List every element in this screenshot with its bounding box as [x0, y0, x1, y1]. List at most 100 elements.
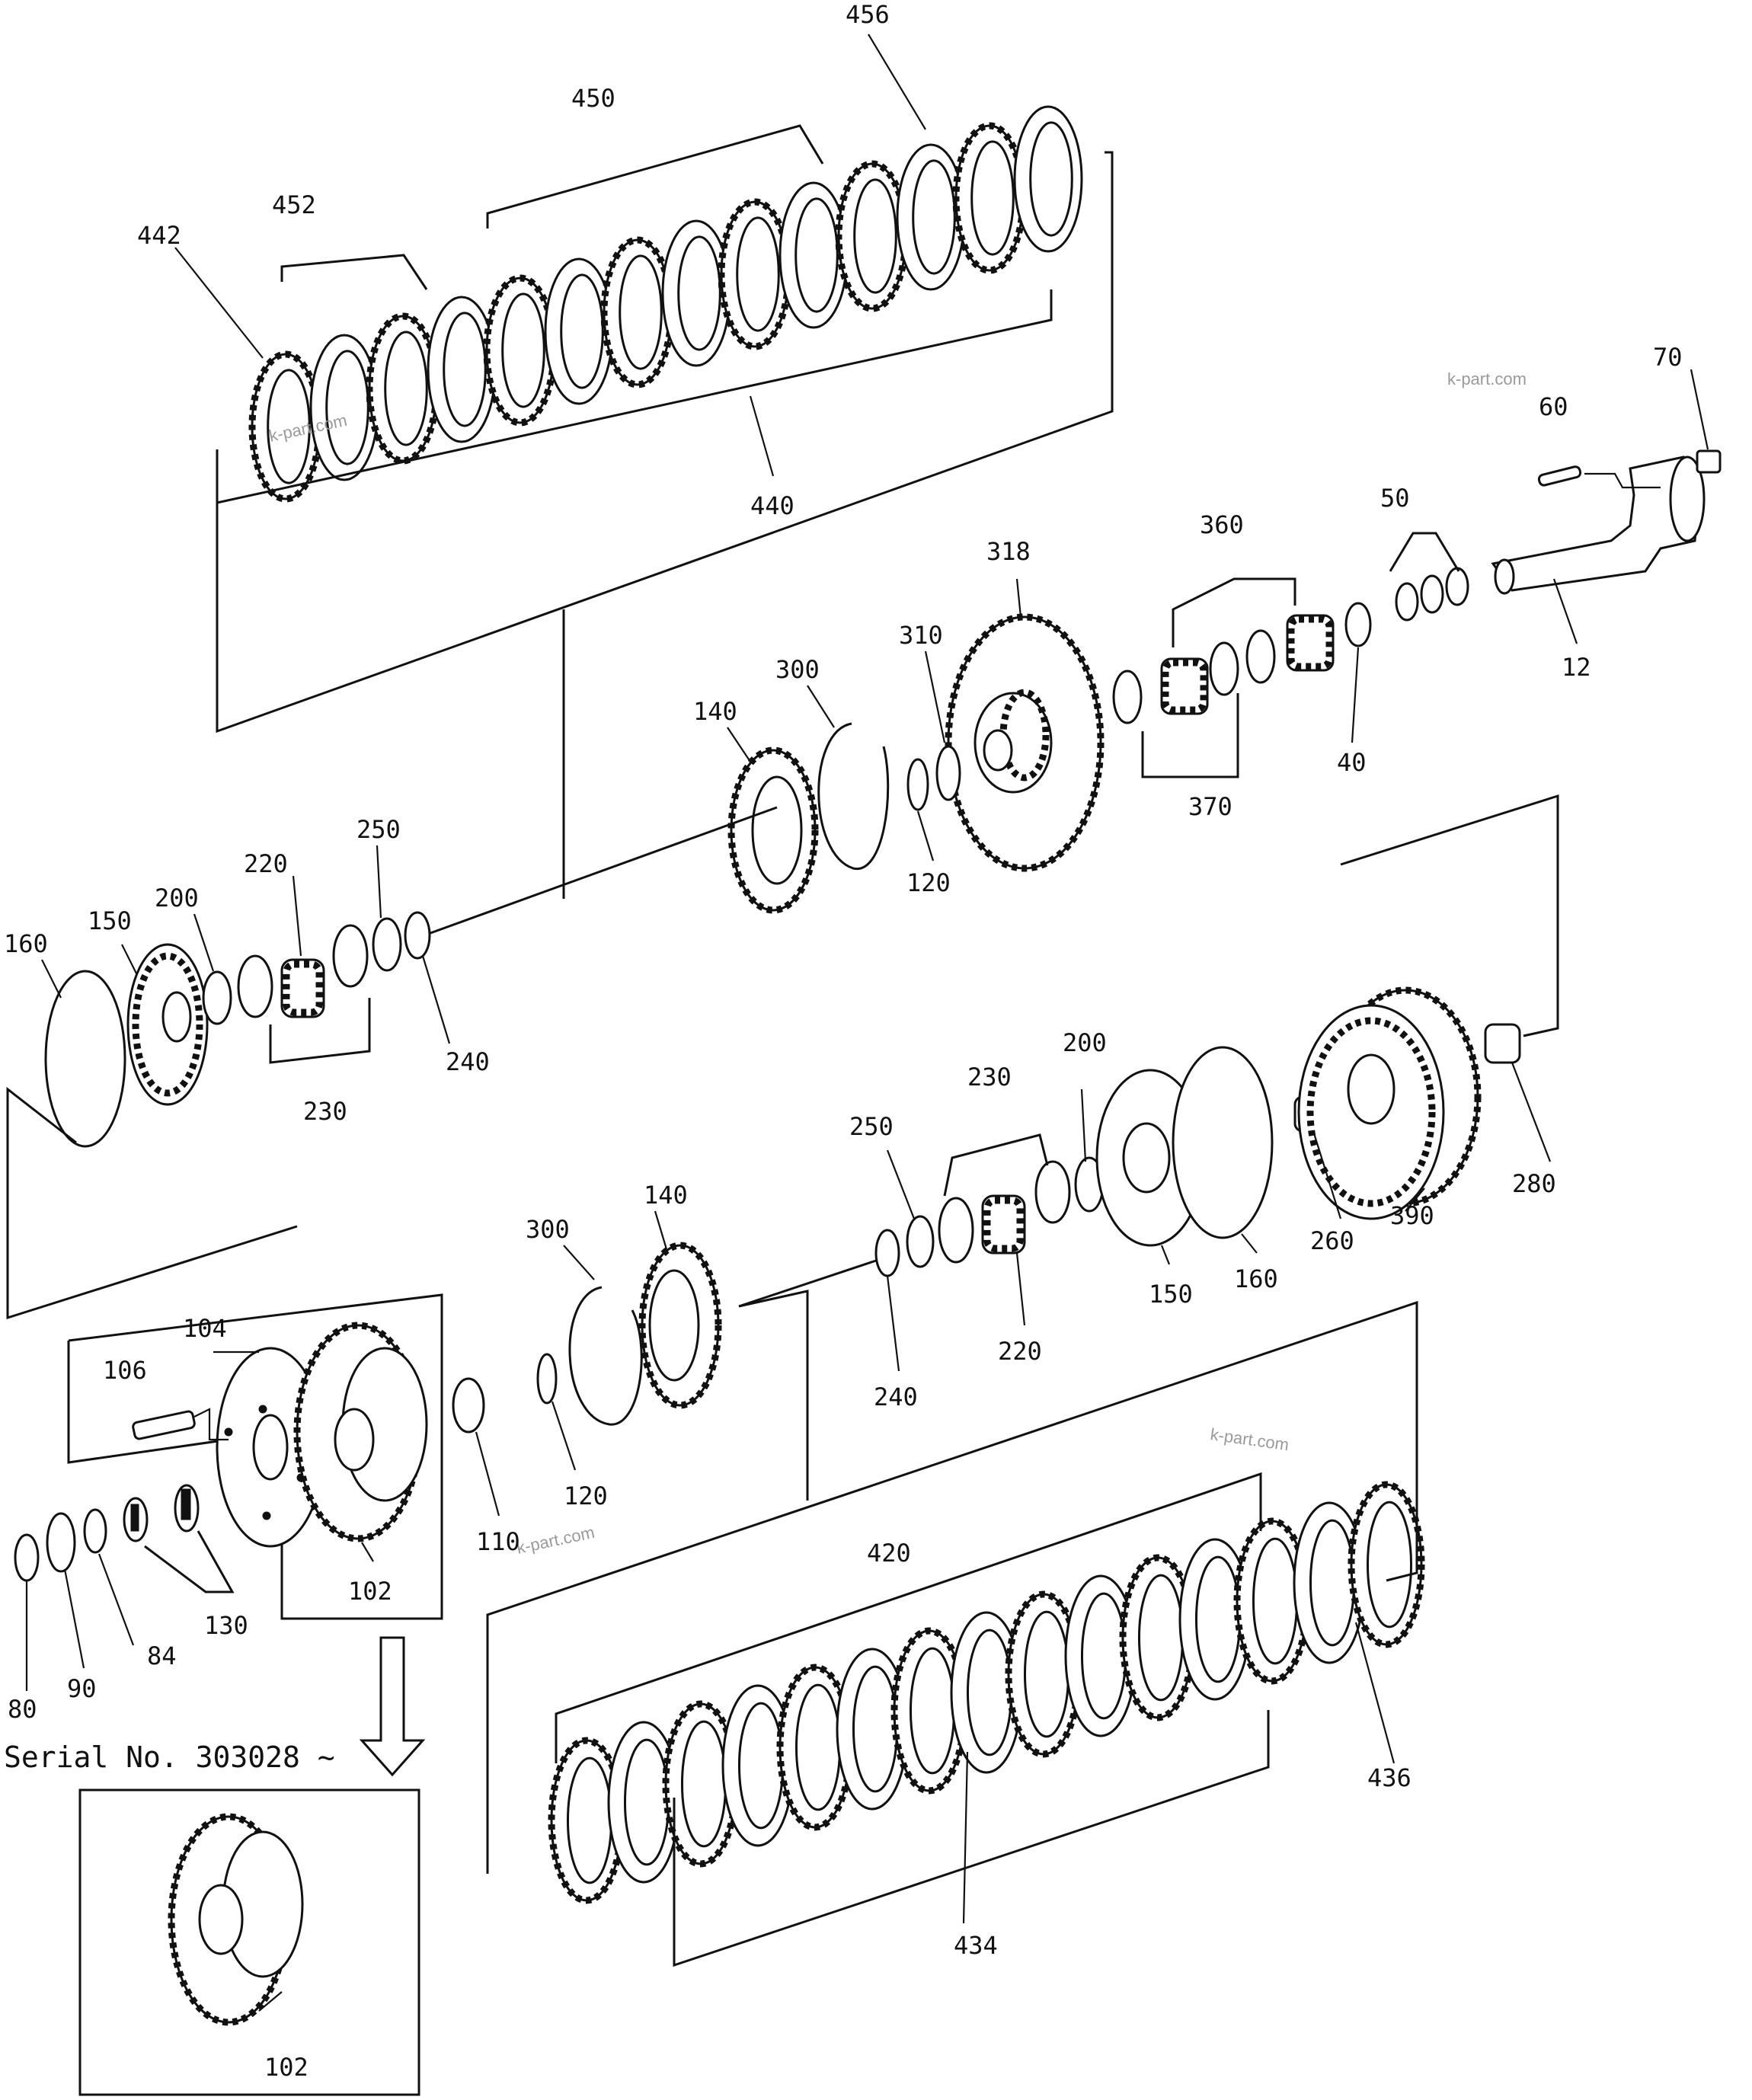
drum-390-spline [1306, 1017, 1436, 1207]
leader-442 [174, 247, 264, 359]
upper-disc-bore-7 [619, 254, 663, 370]
leader-440 [749, 395, 775, 477]
down-arrow-icon [359, 1636, 426, 1777]
gear-318 [945, 613, 1105, 872]
plate-140b-inner [648, 1269, 700, 1382]
label-436: 436 [1367, 1763, 1412, 1792]
label-300a: 300 [775, 655, 820, 684]
lower-disc-bore-10 [1080, 1592, 1127, 1720]
label-110: 110 [476, 1527, 520, 1556]
ring-250a [372, 917, 402, 972]
leader-102b [258, 1991, 283, 2012]
plate-160a [44, 970, 126, 1148]
label-120a: 120 [906, 868, 951, 897]
leader-240a [421, 955, 451, 1044]
leader-120b [551, 1401, 577, 1471]
label-310: 310 [899, 621, 943, 650]
bracket-230a [269, 998, 371, 1064]
ring-80 [14, 1533, 40, 1582]
leader-102a [361, 1542, 374, 1562]
leader-240b [886, 1275, 900, 1372]
lower-clutch-pack [486, 1300, 1425, 1967]
lower-disc-bore-3 [680, 1720, 727, 1848]
label-240b: 240 [874, 1382, 918, 1411]
ring-370b [1209, 641, 1239, 696]
lower-disc-bore-15 [1366, 1501, 1413, 1629]
hub-150a-teeth [132, 952, 203, 1097]
bracket-434 [673, 1710, 1270, 1967]
upper-disc-bore-9 [736, 216, 780, 332]
label-140b: 140 [644, 1181, 688, 1210]
leader-300a [807, 685, 835, 728]
plate-140b-teeth [638, 1242, 722, 1409]
label-220b: 220 [998, 1337, 1042, 1366]
leader-lower-mid [738, 1290, 809, 1501]
plate-104-hole-c [262, 1511, 271, 1520]
nut-70 [1696, 449, 1722, 474]
upper-disc-bore-6 [560, 273, 604, 389]
plate-104-hole-a [224, 1427, 233, 1437]
washer-120a [906, 758, 929, 811]
leader-140b [654, 1210, 668, 1250]
bracket-50 [1389, 532, 1460, 572]
leader-140a [727, 727, 751, 762]
bearing-280 [1484, 1023, 1521, 1064]
leader-260 [1312, 1133, 1342, 1219]
lower-clutch-discs [548, 1481, 1425, 1904]
hub-150a-bore [161, 991, 192, 1043]
upper-clutch-pack [216, 105, 1114, 899]
race-230b [332, 924, 369, 988]
upper-disc-bore-2 [325, 350, 369, 465]
upper-disc-bore-5 [501, 292, 545, 408]
lower-disc-bore-8 [966, 1629, 1013, 1756]
gear-102a-bore [334, 1408, 375, 1472]
leader-456 [868, 34, 926, 130]
label-140a: 140 [693, 697, 737, 726]
leader-160b [1241, 1233, 1258, 1254]
lower-middle-parts [452, 1242, 809, 1501]
leader-200a [193, 913, 215, 972]
label-220a: 220 [244, 849, 288, 878]
bracket-360 [1172, 577, 1296, 647]
label-250a: 250 [356, 815, 401, 844]
ring-50b [1420, 574, 1444, 614]
ring-310 [935, 745, 961, 801]
watermark-4: k-part.com [515, 1523, 596, 1558]
bearing-220b [981, 1194, 1026, 1255]
watermark-2: k-part.com [1447, 369, 1527, 388]
ring-370c [1245, 629, 1276, 684]
lower-disc-bore-14 [1309, 1519, 1356, 1647]
upper-disc-bore-10 [794, 197, 839, 313]
bracket-370 [1141, 693, 1239, 778]
upper-middle-parts [727, 722, 961, 914]
bearing-130a-rollers [181, 1488, 191, 1520]
upper-disc-bore-4 [443, 312, 487, 427]
plate-104-bore [252, 1414, 289, 1481]
shaft-12 [1491, 455, 1700, 592]
leader-40 [1351, 647, 1360, 743]
upper-disc-bore-11 [853, 178, 897, 294]
bearing-130b-rollers [130, 1504, 139, 1532]
label-360: 360 [1200, 510, 1244, 539]
leader-434 [962, 1751, 969, 1924]
frame-upper [216, 151, 1114, 734]
gear-318-teeth [945, 613, 1105, 872]
label-106: 106 [103, 1356, 147, 1385]
label-370: 370 [1188, 792, 1232, 821]
label-leaders [25, 34, 1709, 2012]
bearing-220a-rollers [283, 961, 323, 1016]
leader-106 [193, 1408, 229, 1441]
leader-250a [376, 845, 382, 919]
label-440: 440 [750, 491, 794, 520]
label-150b: 150 [1149, 1280, 1193, 1309]
part-labels: 456 450 452 442 440 70 60 50 12 40 360 3… [4, 0, 1683, 2082]
plate-90 [46, 1512, 76, 1573]
plate-104-hole-b [258, 1405, 267, 1414]
label-280: 280 [1512, 1169, 1556, 1198]
upper-disc-bore-14 [1029, 121, 1073, 237]
ring-50c [1445, 567, 1469, 606]
bracket-450 [486, 124, 824, 229]
ring-240b [874, 1229, 900, 1277]
upper-disc-bore-3 [384, 331, 428, 446]
